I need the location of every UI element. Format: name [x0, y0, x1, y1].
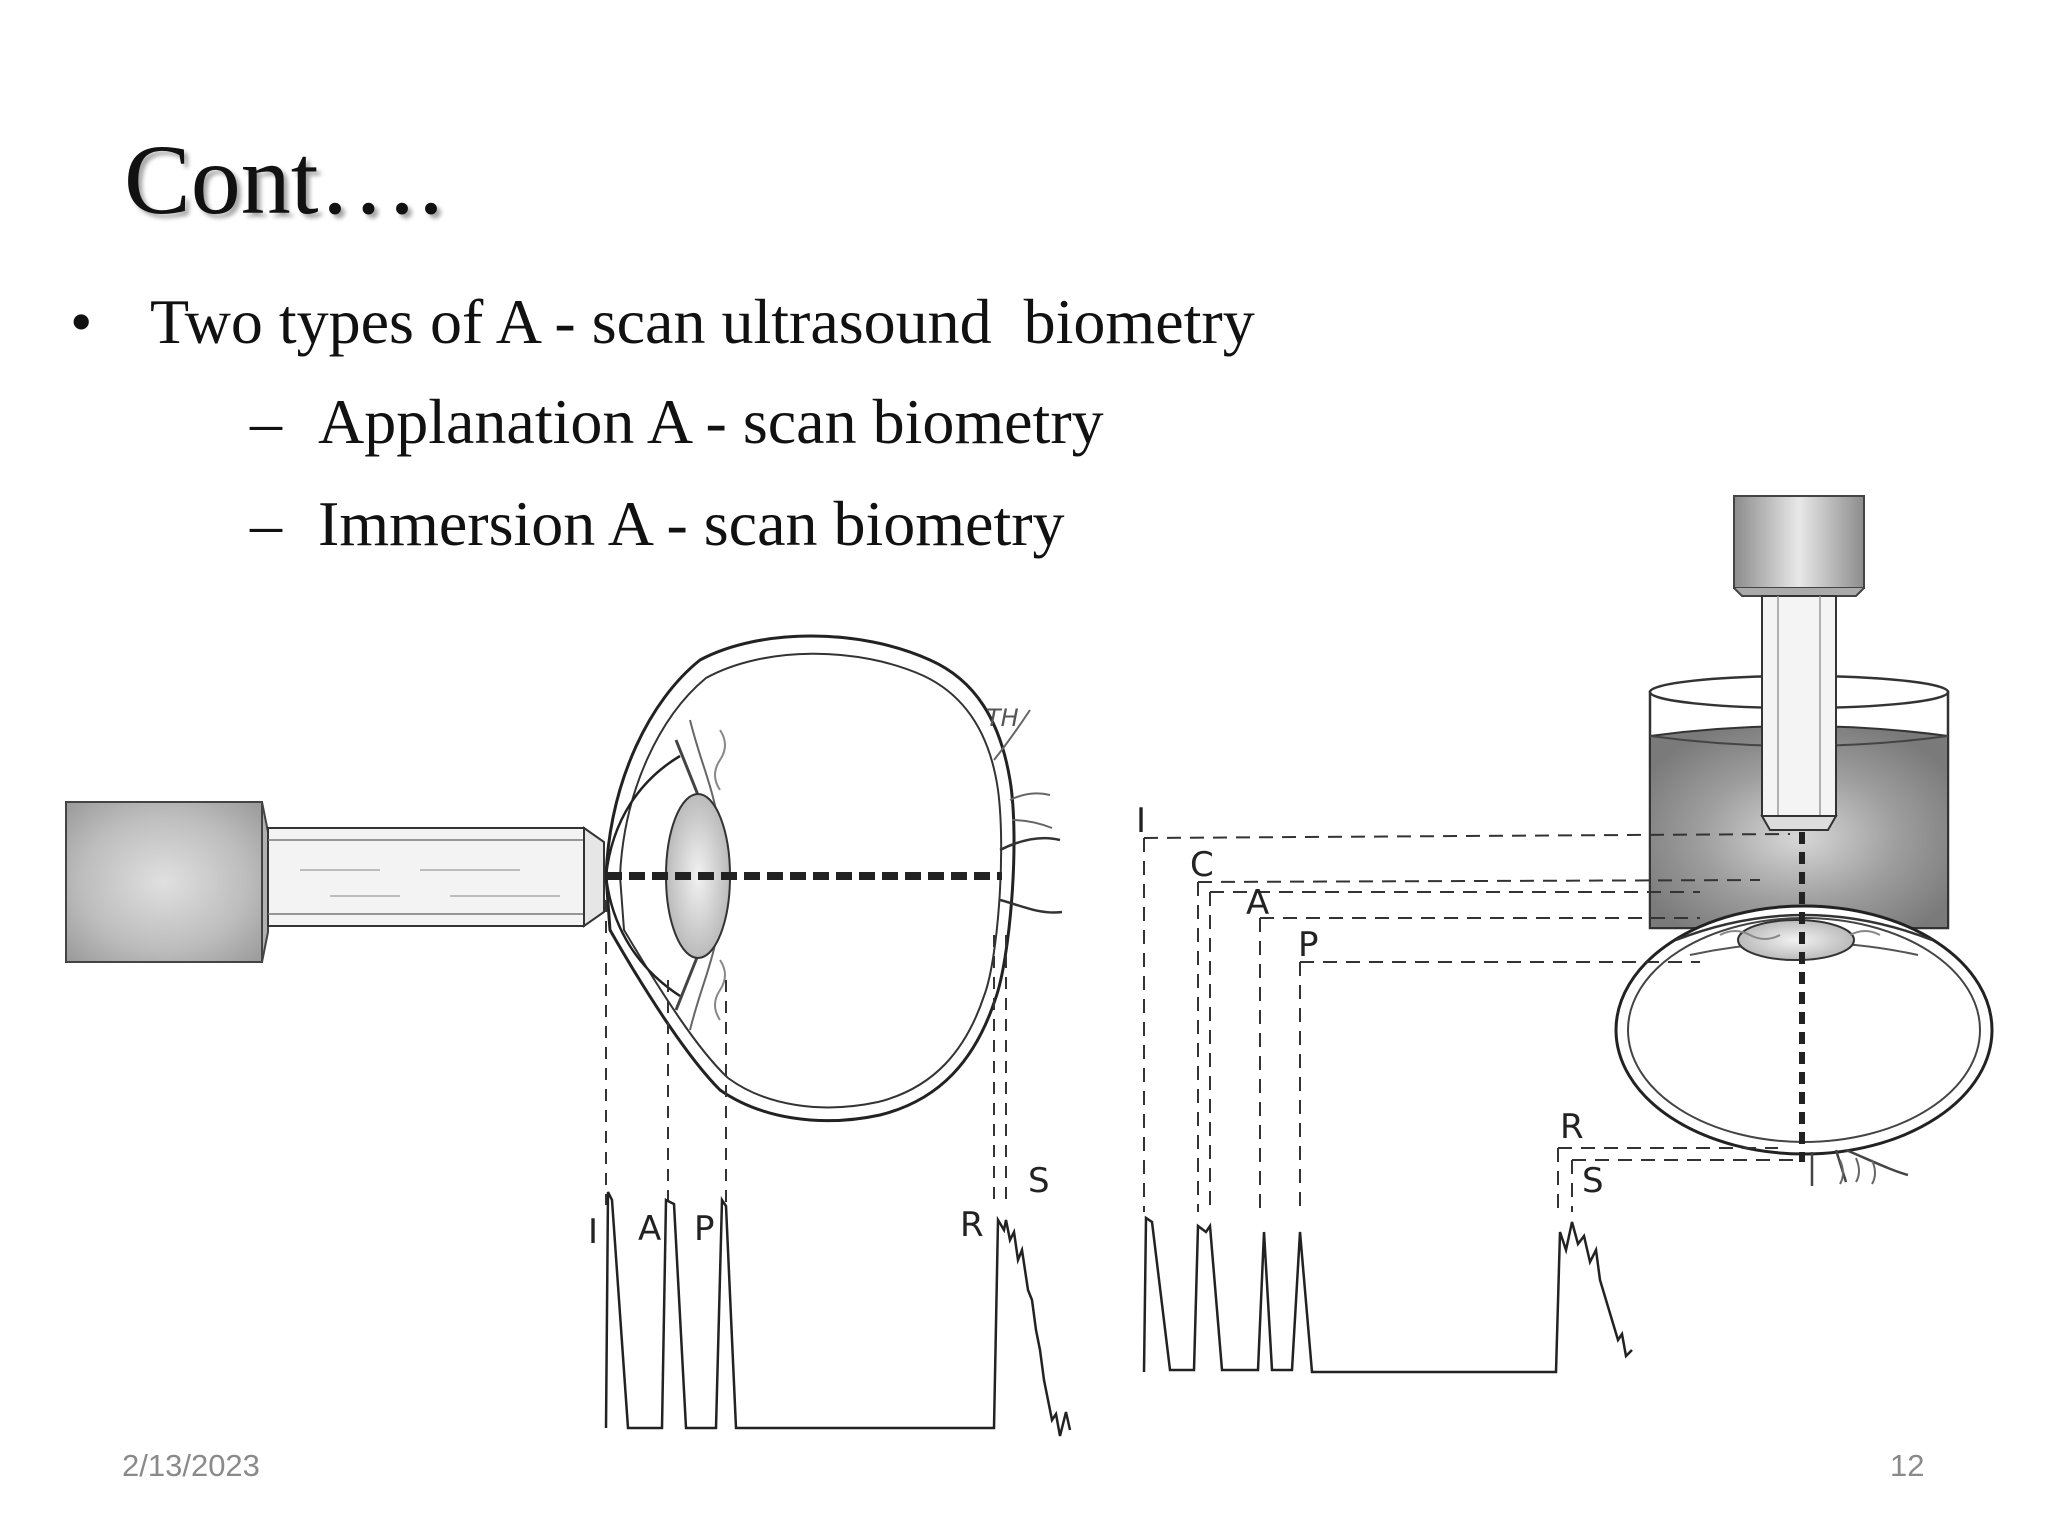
- immersion-diagram: I C A P R S: [1136, 495, 1994, 1374]
- sub-bullet-text: Immersion A - scan biometry: [318, 488, 1065, 559]
- immersion-eye: [1614, 832, 1994, 1186]
- immersion-ascan-trace: [1142, 1215, 1633, 1374]
- applanation-ascan-trace: [604, 1191, 1072, 1437]
- applanation-signature: TH: [986, 704, 1019, 732]
- bullet-marker: •: [70, 286, 93, 357]
- footer-page-number: 12: [1890, 1448, 1925, 1483]
- sub-bullet-marker: –: [250, 488, 282, 559]
- applanation-probe-neck: [261, 801, 269, 963]
- immersion-label-C: C: [1190, 845, 1214, 885]
- bullet-text: Two types of A - scan ultrasound biometr…: [150, 286, 1255, 357]
- sub-bullet-marker: –: [250, 386, 282, 457]
- applanation-label-S: S: [1028, 1161, 1050, 1201]
- immersion-lens: [1737, 919, 1855, 961]
- immersion-probe-tip: [1760, 815, 1838, 831]
- applanation-probe-shaft: [267, 827, 585, 927]
- immersion-label-I: I: [1136, 801, 1146, 841]
- immersion-label-S: S: [1582, 1161, 1604, 1201]
- sub-bullet-text: Applanation A - scan biometry: [318, 386, 1104, 457]
- immersion-probe-body: [1733, 495, 1865, 589]
- applanation-label-P: P: [694, 1209, 715, 1249]
- immersion-label-A: A: [1246, 883, 1269, 923]
- applanation-label-A: A: [638, 1209, 661, 1249]
- applanation-probe-tip: [583, 826, 605, 928]
- immersion-label-R: R: [1560, 1107, 1584, 1147]
- sub-bullet-list: – Applanation A - scan biometry – Immers…: [150, 390, 1255, 556]
- sub-bullet-item: – Immersion A - scan biometry: [150, 492, 1255, 556]
- bullet-item: • Two types of A - scan ultrasound biome…: [70, 290, 1255, 556]
- slide-title: Cont….: [124, 124, 444, 235]
- applanation-label-I: I: [588, 1212, 598, 1252]
- sub-bullet-item: – Applanation A - scan biometry: [150, 390, 1255, 454]
- footer-date: 2/13/2023: [122, 1448, 260, 1483]
- bullet-list: • Two types of A - scan ultrasound biome…: [70, 290, 1255, 594]
- applanation-label-R: R: [960, 1205, 984, 1245]
- applanation-eye: [604, 634, 1063, 1123]
- applanation-diagram: TH I A P R S: [65, 634, 1072, 1437]
- immersion-probe-shaft: [1761, 595, 1837, 817]
- applanation-probe-body: [65, 801, 263, 963]
- immersion-label-P: P: [1298, 925, 1319, 965]
